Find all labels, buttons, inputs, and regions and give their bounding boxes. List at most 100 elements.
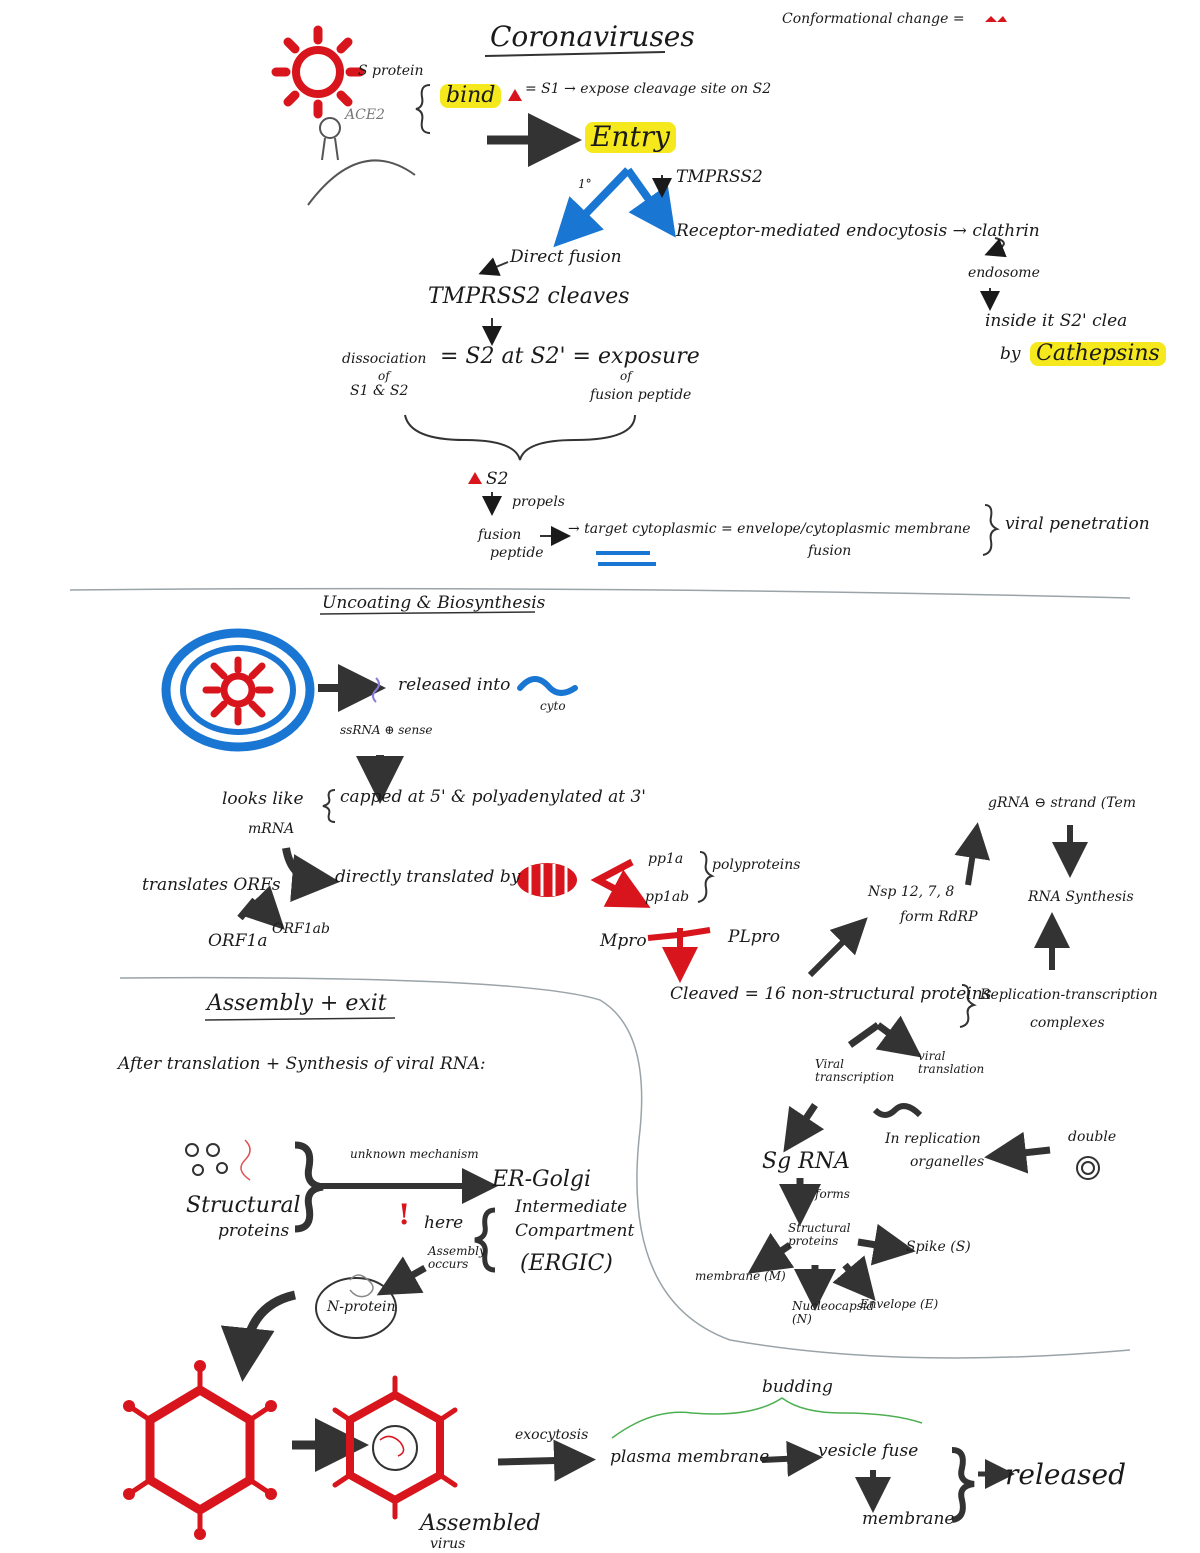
budding-label: budding bbox=[762, 1377, 833, 1397]
arrow-mrna-translated bbox=[282, 847, 340, 902]
arrow-to-grna bbox=[954, 822, 991, 886]
mpro-label: Mpro bbox=[600, 931, 647, 951]
brace-5 bbox=[697, 851, 715, 903]
plasma-membrane-label: plasma membrane bbox=[610, 1447, 770, 1467]
here-label: here bbox=[424, 1213, 464, 1233]
rna-synthesis-label: RNA Synthesis bbox=[1028, 889, 1134, 905]
exclamation-mark: ! bbox=[398, 1198, 411, 1231]
directly-translated-label: directly translated by bbox=[335, 867, 521, 887]
peptide-label: peptide bbox=[490, 545, 544, 561]
inside-s2-label: inside it S2' clea bbox=[985, 311, 1128, 331]
by-label: by bbox=[1000, 344, 1021, 364]
assembly-underline bbox=[204, 1017, 396, 1021]
cleaved-label: Cleaved = 16 non-structural proteins bbox=[670, 984, 992, 1004]
endosome-virus-icon bbox=[161, 628, 315, 752]
ribosome-icon bbox=[517, 863, 577, 897]
membrane-m-label: membrane (M) bbox=[695, 1269, 786, 1283]
released-into-label: released into bbox=[398, 675, 511, 695]
n-protein-label: N-protein bbox=[327, 1299, 396, 1315]
organelles-label: organelles bbox=[910, 1154, 985, 1170]
orf1a-label: ORF1a bbox=[208, 931, 268, 951]
arrow-transcription-split bbox=[783, 1103, 825, 1153]
double-membrane-icon bbox=[1076, 1156, 1100, 1180]
arrow-to-envelope bbox=[832, 1255, 876, 1302]
capped-label: capped at 5' & polyadenylated at 3' bbox=[340, 787, 646, 807]
s1-expose-label: = S1 → expose cleavage site on S2 bbox=[525, 81, 772, 97]
receptor-endocytosis-label: Receptor-mediated endocytosis → clathrin bbox=[676, 221, 1040, 241]
target-membrane-label: → target cytoplasmic = envelope/cytoplas… bbox=[568, 521, 971, 537]
rtc-label: Replication-transcription bbox=[980, 987, 1158, 1003]
cell-membrane-arc bbox=[307, 159, 416, 206]
arrow-orf-split bbox=[237, 900, 270, 918]
in-replication-label: In replication bbox=[885, 1131, 981, 1147]
arrow-nsp-split bbox=[847, 1025, 905, 1045]
s-protein-label: S protein bbox=[358, 63, 424, 79]
arrow-to-nprotein bbox=[376, 1256, 427, 1296]
viral-translation-label: viral translation bbox=[918, 1049, 985, 1077]
structural-proteins-label: Structural proteins bbox=[788, 1221, 851, 1249]
s1s2-label: S1 & S2 bbox=[350, 383, 409, 399]
rna-squiggle bbox=[372, 677, 380, 703]
intermediate-label: Intermediate bbox=[515, 1197, 628, 1217]
n-protein-bubble bbox=[315, 1277, 397, 1339]
arrow-exocytosis bbox=[497, 1439, 596, 1482]
spike-virus-icon bbox=[271, 25, 365, 119]
entry-label: Entry bbox=[585, 121, 676, 153]
s2-prime-label: = S2 at S2' = exposure bbox=[440, 344, 700, 369]
legend-conformational: Conformational change = bbox=[782, 11, 965, 27]
arrow-double-left bbox=[984, 1131, 1051, 1174]
form-rdrp-label: form RdRP bbox=[900, 909, 978, 925]
mrna-label: mRNA bbox=[248, 821, 295, 837]
conformational-triangle-2 bbox=[468, 472, 482, 484]
primary-label: 1° bbox=[578, 177, 592, 191]
propels-label: propels bbox=[512, 494, 565, 510]
pp1ab-label: pp1ab bbox=[645, 889, 690, 905]
conformational-triangle-1 bbox=[508, 89, 522, 101]
structural-label: Structural bbox=[186, 1193, 301, 1218]
translates-orfs-label: translates ORFs bbox=[142, 875, 281, 895]
er-golgi-label: ER-Golgi bbox=[492, 1167, 592, 1192]
arrow-to-spike bbox=[857, 1223, 916, 1266]
red-protease-arrows bbox=[647, 927, 711, 965]
ace2-receptor-icon bbox=[307, 117, 416, 206]
vesicle-fuse-label: vesicle fuse bbox=[818, 1441, 919, 1461]
arrow-vesicle bbox=[761, 1440, 823, 1477]
compartment-label: Compartment bbox=[515, 1221, 635, 1241]
ace2-label: ACE2 bbox=[345, 107, 385, 123]
after-translation-label: After translation + Synthesis of viral R… bbox=[118, 1054, 486, 1074]
brace-1 bbox=[415, 84, 431, 134]
brace-2 bbox=[404, 414, 636, 461]
ssrna-label: ssRNA ⊕ sense bbox=[340, 723, 433, 737]
brace-4 bbox=[322, 789, 336, 823]
polyproteins-label: polyproteins bbox=[712, 857, 801, 873]
endosome-label: endosome bbox=[968, 265, 1040, 281]
ergic-label: (ERGIC) bbox=[520, 1251, 613, 1276]
looks-like-label: looks like bbox=[222, 789, 304, 809]
arrow-to-nsp bbox=[807, 917, 868, 978]
zigzag-arrow bbox=[872, 1103, 923, 1118]
conformational-change-mark bbox=[985, 16, 1007, 22]
assembled-label: Assembled bbox=[420, 1511, 541, 1536]
title-underline bbox=[484, 51, 666, 57]
blue-arrow-left bbox=[553, 167, 631, 248]
spike-label: Spike (S) bbox=[906, 1239, 971, 1255]
uncoating-underline bbox=[319, 611, 536, 615]
pp1a-label: pp1a bbox=[648, 851, 684, 867]
cyto-label: cyto bbox=[540, 699, 566, 713]
page-title: Coronaviruses bbox=[490, 20, 695, 53]
fusion-word-label: fusion bbox=[808, 543, 852, 559]
double-label: double bbox=[1068, 1129, 1117, 1145]
assembly-occurs-label: Assembly occurs bbox=[428, 1244, 486, 1272]
s2-label: S2 bbox=[486, 469, 509, 489]
assembled-virus-icon bbox=[332, 1375, 458, 1520]
envelope-label: Envelope (E) bbox=[860, 1297, 939, 1311]
empty-capsid-icon bbox=[129, 1367, 271, 1533]
proteins-label: proteins bbox=[218, 1221, 290, 1241]
sg-rna-label: Sg RNA bbox=[762, 1149, 850, 1174]
tmprss2-branch-label: TMPRSS2 bbox=[676, 167, 763, 187]
bind-label: bind bbox=[440, 83, 502, 109]
nsp-label: Nsp 12, 7, 8 bbox=[868, 884, 955, 900]
fusion-peptide-label: fusion peptide bbox=[590, 387, 692, 403]
arrow-to-membrane bbox=[747, 1232, 795, 1274]
